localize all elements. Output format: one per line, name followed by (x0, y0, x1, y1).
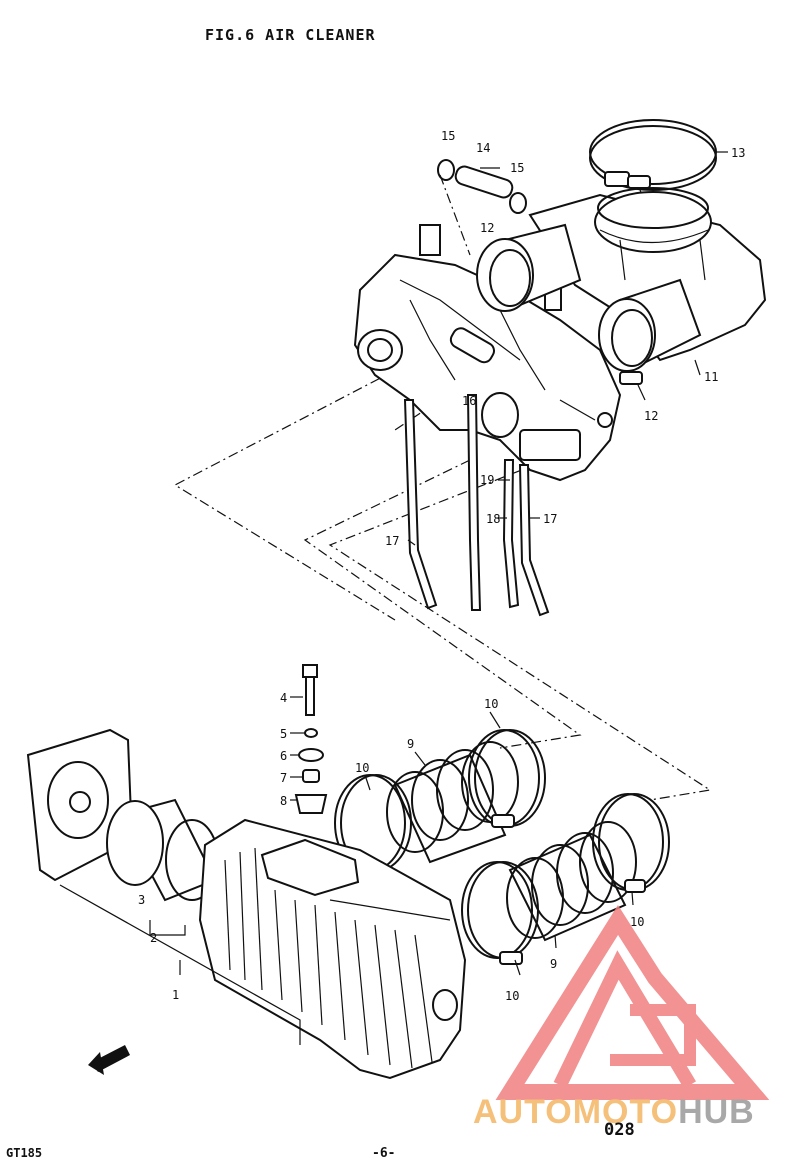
part-label-17a: 17 (385, 534, 399, 548)
connector-upper-12 (476, 223, 582, 312)
part-label-1: 1 (172, 988, 179, 1002)
page-number: -6- (372, 1146, 396, 1161)
part-label-11: 11 (704, 370, 718, 384)
mounting-hardware (294, 664, 328, 814)
part-label-6: 6 (280, 749, 287, 763)
carburetor-assembly (353, 224, 622, 482)
part-label-10b: 10 (355, 761, 369, 775)
part-label-8: 8 (280, 794, 287, 808)
part-label-5: 5 (280, 727, 287, 741)
part-label-10d: 10 (505, 989, 519, 1003)
part-label-9a: 9 (407, 737, 414, 751)
part-label-10c: 10 (630, 915, 644, 929)
clamp-10-b (468, 729, 546, 828)
part-label-14: 14 (476, 141, 490, 155)
part-label-7: 7 (280, 771, 287, 785)
part-label-2: 2 (150, 931, 157, 945)
clamp-10-d (592, 793, 670, 893)
part-number-labels: 15 14 15 13 12 11 12 16 19 18 17 17 4 5 … (138, 129, 745, 1003)
clamp-10-c (461, 861, 539, 965)
large-hose-clamp-13 (589, 119, 717, 191)
model-code: GT185 (6, 1146, 43, 1160)
part-label-17b: 17 (543, 512, 557, 526)
part-label-19: 19 (480, 473, 494, 487)
part-label-4: 4 (280, 691, 287, 705)
diagram-code: 028 (604, 1120, 635, 1140)
leader-lines (59, 151, 728, 1045)
air-cleaner-box-1 (198, 818, 467, 1080)
watermark-text-part2: HUB (678, 1093, 755, 1131)
watermark-logo (495, 905, 770, 1100)
part-label-12a: 12 (480, 221, 494, 235)
part-label-15b: 15 (510, 161, 524, 175)
vent-tubes (403, 392, 550, 617)
watermark-text: AUTOMOTOHUB (473, 1093, 755, 1132)
hose-14-with-clamps-15 (437, 159, 527, 214)
part-label-12b: 12 (644, 409, 658, 423)
part-label-16: 16 (462, 394, 476, 408)
part-label-10a: 10 (484, 697, 498, 711)
part-label-15a: 15 (441, 129, 455, 143)
watermark-text-part1: AUTOMOTO (473, 1093, 679, 1131)
part-label-18: 18 (486, 512, 500, 526)
intake-chamber-11 (528, 187, 767, 362)
connector-lower-12 (598, 278, 702, 385)
figure-title: FIG.6 AIR CLEANER (205, 26, 376, 44)
outlet-hose-left-9 (386, 741, 519, 864)
front-direction-arrow (88, 1045, 130, 1075)
part-label-13: 13 (731, 146, 745, 160)
part-label-3: 3 (138, 893, 145, 907)
part-label-9b: 9 (550, 957, 557, 971)
